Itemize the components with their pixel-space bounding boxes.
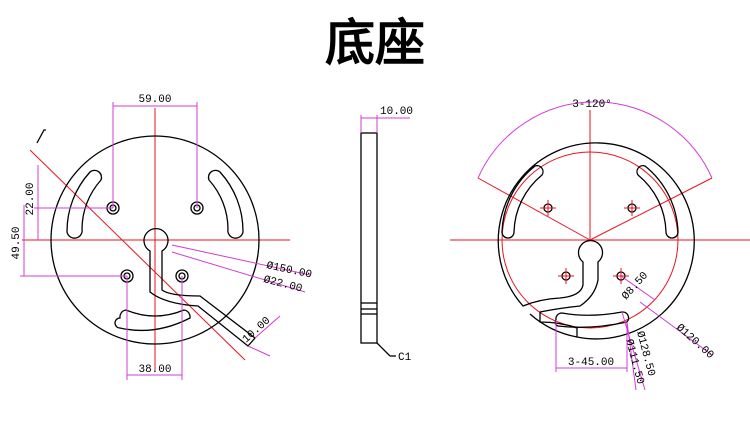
dim-chamfer: C1 <box>398 352 412 364</box>
svg-text:49.50: 49.50 <box>11 226 23 259</box>
rear-reference-circle <box>501 151 679 329</box>
dim-thickness: 10.00 <box>380 106 413 118</box>
front-outer-circle <box>50 135 260 345</box>
rear-outer-contour <box>497 142 695 340</box>
svg-text:3-45.00: 3-45.00 <box>568 357 614 369</box>
front-slot-right <box>207 169 244 239</box>
rear-slot-left <box>501 165 544 239</box>
front-view: 59.00 22.00 49.50 Ø150.00 Ø22.00 10.00 <box>11 94 313 380</box>
side-profile <box>360 132 378 344</box>
svg-text:Ø120.00: Ø120.00 <box>673 322 715 362</box>
front-keyhole-channel <box>143 227 256 347</box>
front-slot-left <box>66 169 103 239</box>
dim-slot-width: 10.00 <box>241 315 281 357</box>
rear-notch-edge <box>529 313 578 338</box>
svg-text:3-120°: 3-120° <box>572 99 612 111</box>
dim-width-top: 59.00 <box>112 94 198 208</box>
front-diagonal-centerline <box>29 149 246 361</box>
rear-mount-holes <box>540 200 640 284</box>
rear-view: 3-120° Ø8.50 Ø120.00 Ø128.50 Ø111.50 3-4… <box>450 99 750 391</box>
rear-slot-bottom <box>554 311 630 328</box>
front-slot-bottom <box>114 309 191 332</box>
dim-outer-diameter: Ø150.00 <box>171 244 313 282</box>
svg-text:59.00: 59.00 <box>138 94 171 106</box>
svg-text:22.00: 22.00 <box>25 182 37 215</box>
dim-width-bottom: 38.00 <box>126 276 183 380</box>
front-mark <box>36 129 46 144</box>
dim-vertical-22: 22.00 <box>25 165 113 240</box>
dim-arc-length: 3-45.00 <box>555 320 628 372</box>
dim-angle: 3-120° <box>477 99 713 179</box>
dim-vertical-49: 49.50 <box>11 205 127 277</box>
page-title: 底座 <box>325 14 425 72</box>
svg-text:38.00: 38.00 <box>138 364 171 376</box>
rear-slot-right <box>636 165 679 239</box>
side-view: 10.00 C1 <box>360 106 413 364</box>
